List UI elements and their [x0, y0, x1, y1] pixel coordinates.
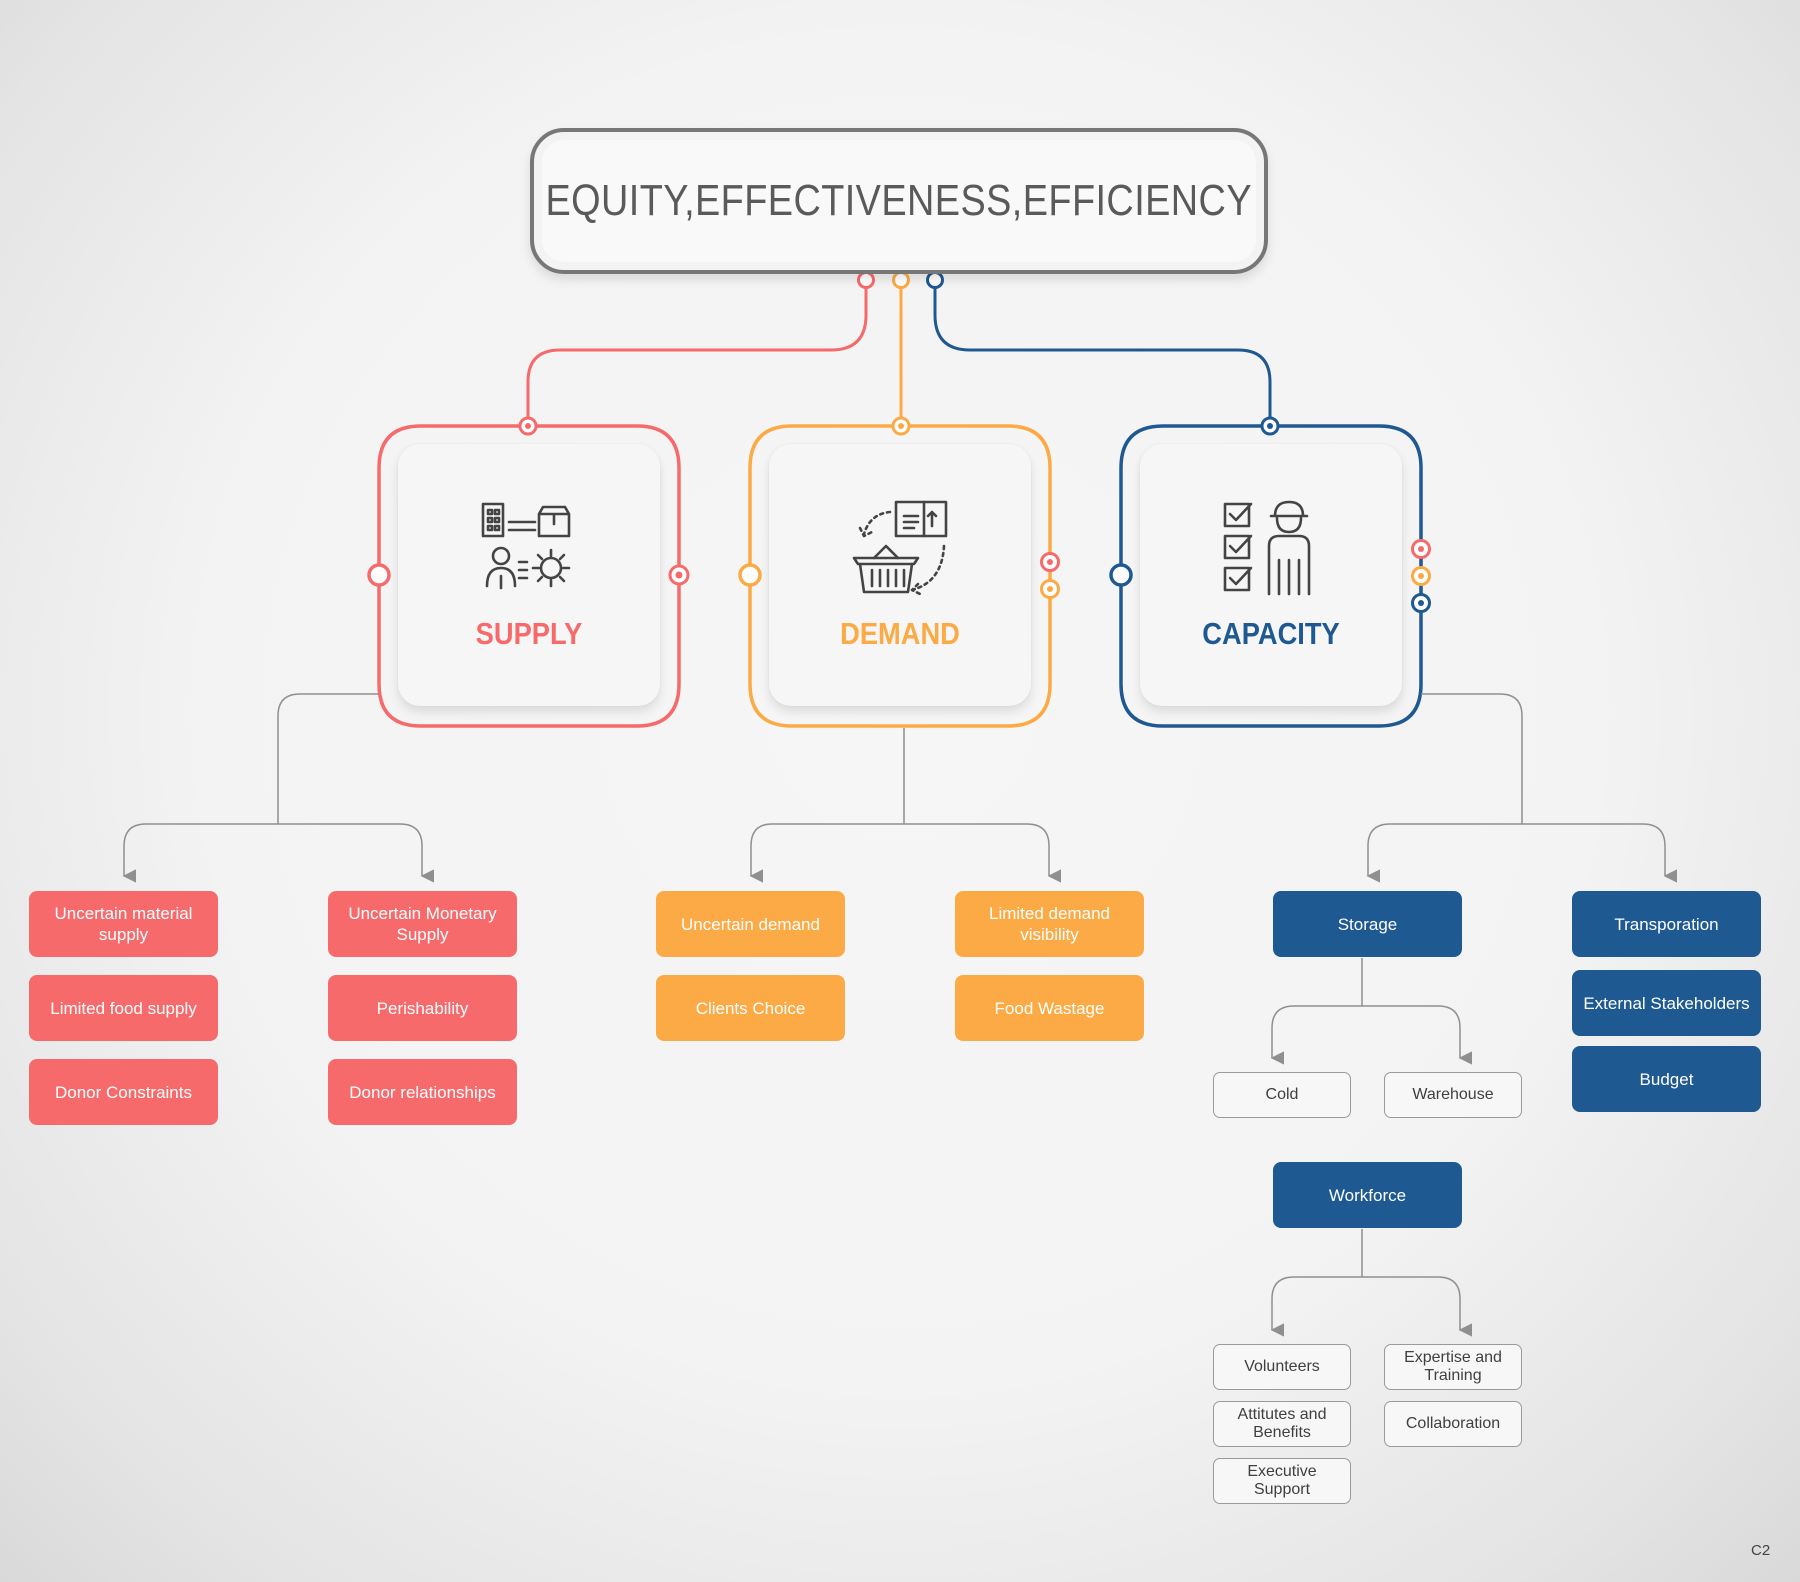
storage-leaf-warehouse: Warehouse	[1384, 1072, 1522, 1118]
supply-node-uncertain-material-supply: Uncertain material supply	[29, 891, 218, 957]
capacity-label: CAPACITY	[1202, 616, 1340, 651]
workforce-leaf-executive-support: Executive Support	[1213, 1458, 1351, 1504]
capacity-connector	[933, 280, 1272, 426]
supply-label: SUPPLY	[475, 616, 583, 651]
capacity-node-transporation: Transporation	[1572, 891, 1761, 957]
supply-node-perishability: Perishability	[328, 975, 517, 1041]
capacity-node-storage: Storage	[1273, 891, 1462, 957]
workforce-leaf-attitutes-and-benefits: Attitutes and Benefits	[1213, 1401, 1351, 1447]
supply-card: SUPPLY	[398, 444, 660, 706]
demand-node-uncertain-demand: Uncertain demand	[656, 891, 845, 957]
central-title: EQUITY,EFFECTIVENESS,EFFICIENCY	[545, 176, 1253, 225]
capacity-node-budget: Budget	[1572, 1046, 1761, 1112]
supply-node-limited-food-supply: Limited food supply	[29, 975, 218, 1041]
demand-card: DEMAND	[769, 444, 1031, 706]
supply-chain-icon	[481, 502, 571, 590]
supply-node-uncertain-monetary-supply: Uncertain Monetary Supply	[328, 891, 517, 957]
supply-node-donor-relationships: Donor relationships	[328, 1059, 517, 1125]
capacity-card: CAPACITY	[1140, 444, 1402, 706]
capacity-node-workforce: Workforce	[1273, 1162, 1462, 1228]
supply-node-donor-constraints: Donor Constraints	[29, 1059, 218, 1125]
demand-label: DEMAND	[840, 616, 960, 651]
workforce-leaf-expertise-and-training: Expertise and Training	[1384, 1344, 1522, 1390]
demand-cycle-icon	[852, 500, 948, 596]
footer-code: C2	[1751, 1542, 1771, 1559]
workforce-leaf-collaboration: Collaboration	[1384, 1401, 1522, 1447]
storage-leaf-cold: Cold	[1213, 1072, 1351, 1118]
demand-node-limited-demand-visibility: Limited demand visibility	[955, 891, 1144, 957]
worker-checklist-icon	[1223, 500, 1311, 596]
demand-node-clients-choice: Clients Choice	[656, 975, 845, 1041]
central-title-box: EQUITY,EFFECTIVENESS,EFFICIENCY	[530, 128, 1268, 274]
capacity-node-external-stakeholders: External Stakeholders	[1572, 970, 1761, 1036]
demand-node-food-wastage: Food Wastage	[955, 975, 1144, 1041]
demand-frame	[748, 424, 1052, 728]
workforce-leaf-volunteers: Volunteers	[1213, 1344, 1351, 1390]
supply-connector	[526, 280, 868, 426]
